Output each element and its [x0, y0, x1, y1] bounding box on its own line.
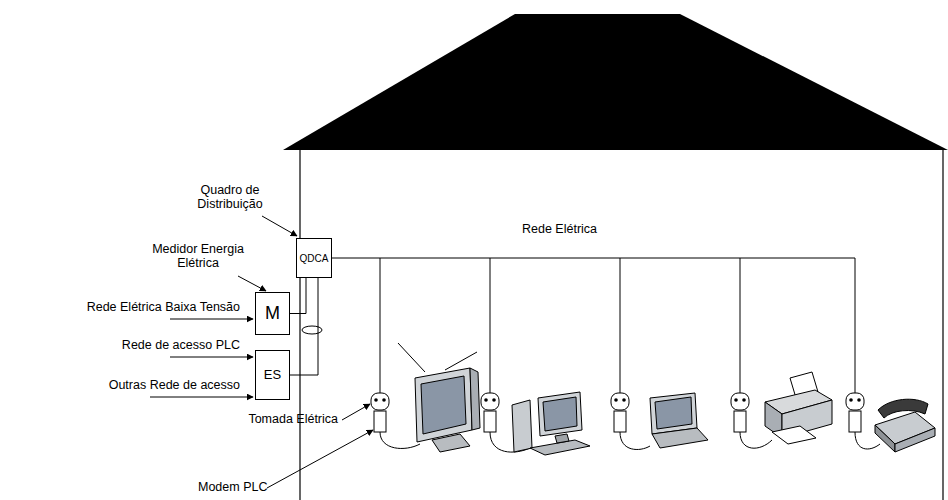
- outlet-modem: [611, 393, 629, 410]
- outlet-modem: [846, 393, 864, 410]
- desktop-computer: [512, 400, 532, 452]
- outlet-modem: [622, 398, 626, 402]
- access-box: ES: [255, 350, 290, 400]
- power-wire: [740, 258, 741, 393]
- outlet-modem: [857, 398, 861, 402]
- tv-set: [432, 434, 470, 452]
- desktop-computer: [512, 392, 590, 455]
- outlet-modem: [481, 393, 499, 410]
- outlet-modem: [374, 411, 386, 432]
- telephone: [895, 428, 935, 452]
- outlet-modem: [382, 398, 386, 402]
- power-wire: [332, 258, 855, 259]
- device-cables: [620, 432, 650, 449]
- node-label: ES: [264, 368, 281, 382]
- outlet-label: Tomada Elétrica: [248, 412, 338, 426]
- outlet-modem: [374, 398, 378, 402]
- tv-set: [415, 368, 472, 442]
- desktop-computer: [538, 392, 582, 436]
- outlet-modem: [492, 398, 496, 402]
- node-label: QDCA: [300, 253, 329, 264]
- house-outline: [283, 14, 948, 500]
- device-cables: [380, 432, 420, 448]
- power-wire: [380, 258, 381, 393]
- leader-lines: [238, 276, 266, 291]
- meter-label: Medidor Energia Elétrica: [148, 242, 248, 271]
- telephone: [878, 399, 928, 418]
- house-outline: [942, 150, 943, 500]
- laptop: [655, 397, 692, 429]
- leader-lines: [342, 404, 370, 420]
- printer: [765, 372, 832, 444]
- house-outline: [283, 14, 948, 150]
- outlet-modem: [614, 411, 626, 432]
- leader-lines: [170, 319, 253, 320]
- outlet-modem: [734, 411, 746, 432]
- cable-bundle: [302, 326, 322, 334]
- telephone: [875, 425, 895, 452]
- tv-set: [398, 343, 425, 372]
- modem-label: Modem PLC: [198, 480, 267, 494]
- power-wire: [490, 258, 491, 393]
- laptop: [650, 393, 708, 448]
- outlet-modem: [734, 398, 738, 402]
- leader-lines: [262, 216, 297, 236]
- energy-meter: M: [255, 292, 290, 335]
- power-wire: [332, 258, 855, 393]
- tv-set: [421, 376, 466, 434]
- desktop-computer: [543, 397, 577, 431]
- outlet-modem: [371, 393, 389, 410]
- house-outline: [299, 150, 300, 500]
- laptop: [650, 393, 697, 434]
- laptop: [652, 428, 708, 448]
- outlet-modem: [484, 398, 488, 402]
- input-label: Rede de acesso PLC: [122, 338, 240, 352]
- outlet-modem: [484, 411, 496, 432]
- tv-set: [398, 343, 480, 452]
- outlet-modem: [614, 398, 618, 402]
- node-label: M: [265, 304, 280, 324]
- board-label: Quadro de Distribuição: [188, 183, 272, 212]
- leader-lines: [150, 397, 253, 398]
- outlet-modem: [849, 411, 861, 432]
- power-wire: [620, 258, 621, 393]
- tv-set: [470, 368, 480, 430]
- telephone: [875, 399, 935, 452]
- network-label: Rede Elétrica: [522, 222, 597, 236]
- cable-connector: [290, 278, 306, 314]
- input-label: Outras Rede de acesso: [109, 378, 240, 392]
- input-label: Rede Elétrica Baixa Tensão: [87, 300, 240, 314]
- outlet-modem: [742, 398, 746, 402]
- distribution-board: QDCA: [296, 238, 332, 278]
- leader-lines: [267, 430, 373, 488]
- printer: [772, 426, 816, 444]
- outlet-modem: [849, 398, 853, 402]
- leader-lines: [170, 357, 253, 358]
- cable-connector: [290, 278, 318, 375]
- tv-set: [445, 352, 477, 370]
- outlet-modem: [731, 393, 749, 410]
- power-wire: [855, 258, 856, 393]
- desktop-computer: [555, 434, 569, 443]
- device-cables: [740, 432, 772, 448]
